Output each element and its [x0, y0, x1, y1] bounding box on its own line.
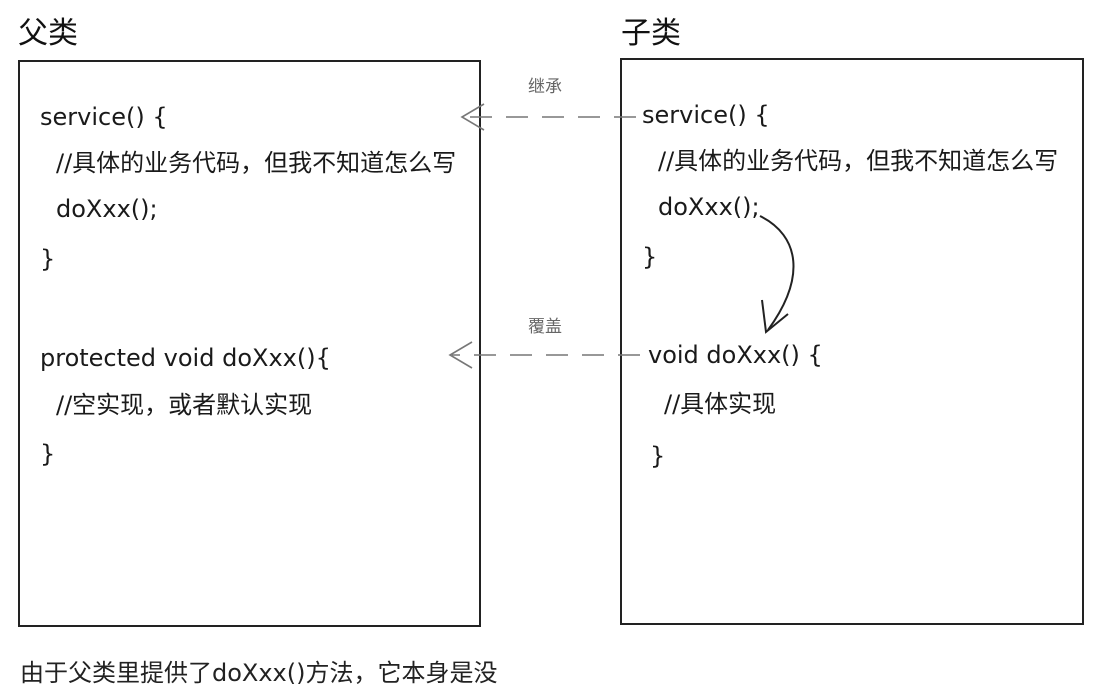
inherit-arrow-label: 继承 — [528, 77, 562, 97]
footer-text: 由于父类里提供了doXxx()方法，它本身是没 — [20, 659, 498, 687]
parent-doxxx-comment: //空实现，或者默认实现 — [56, 391, 313, 419]
call-curve-arrow — [759, 215, 795, 334]
child-doxxx-close-brace: } — [650, 442, 666, 470]
parent-doxxx-signature: protected void doXxx(){ — [40, 344, 331, 372]
diagram-arrows — [448, 103, 795, 369]
parent-service-signature: service() { — [40, 103, 168, 131]
child-class-title: 子类 — [621, 16, 681, 51]
parent-doxxx-close-brace: } — [40, 440, 56, 468]
child-service-signature: service() { — [642, 101, 770, 129]
override-arrow — [448, 341, 640, 369]
inherit-arrow — [460, 103, 636, 131]
parent-class-title: 父类 — [18, 16, 78, 51]
parent-service-comment: //具体的业务代码，但我不知道怎么写 — [56, 149, 457, 177]
child-service-close-brace: } — [642, 243, 658, 271]
child-class-box — [620, 58, 1084, 625]
parent-class-box — [18, 60, 481, 627]
child-doxxx-comment: //具体实现 — [664, 390, 777, 418]
parent-doxxx-call: doXxx(); — [56, 195, 158, 223]
child-doxxx-call: doXxx(); — [658, 193, 760, 221]
override-arrow-label: 覆盖 — [528, 317, 562, 337]
child-doxxx-signature: void doXxx() { — [648, 341, 823, 369]
parent-service-close-brace: } — [40, 245, 56, 273]
child-service-comment: //具体的业务代码，但我不知道怎么写 — [658, 147, 1059, 175]
